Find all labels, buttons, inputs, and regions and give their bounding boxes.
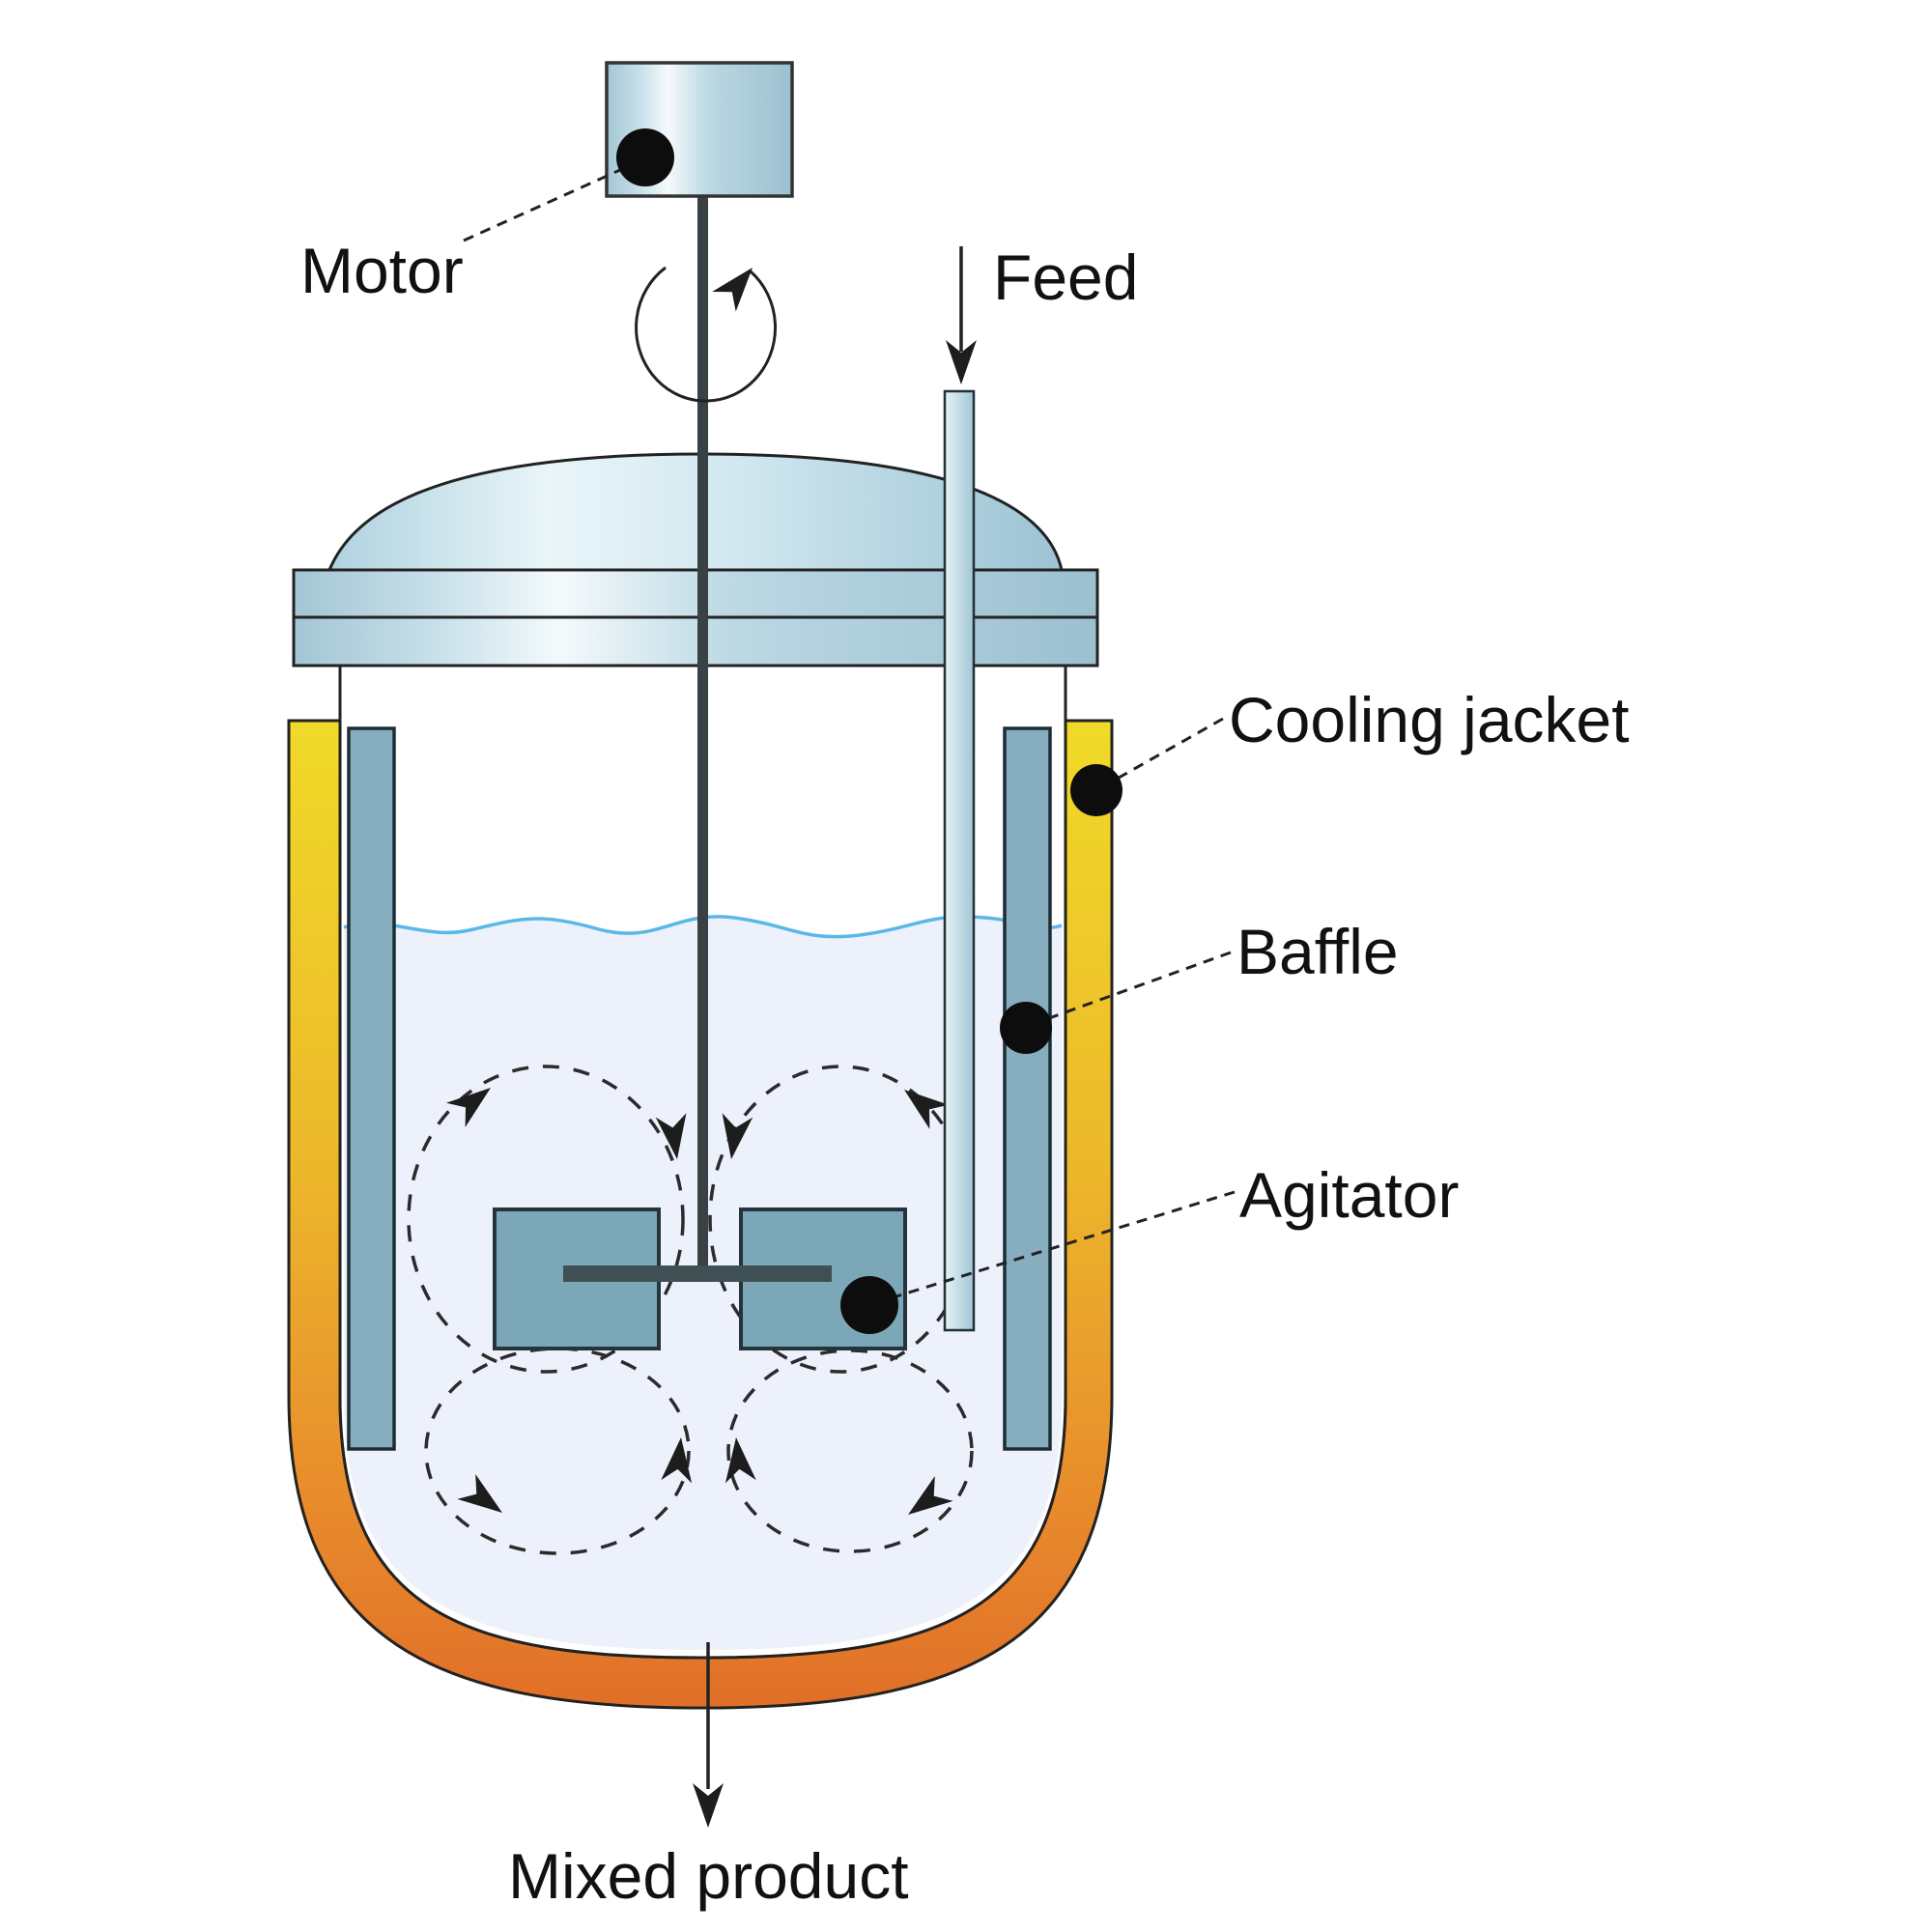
agitator-label: Agitator	[1239, 1159, 1459, 1231]
motor-leader-dot	[616, 128, 674, 186]
liquid	[344, 916, 1062, 1650]
outlet-arrow-icon	[693, 1783, 724, 1828]
agitator-shaft	[697, 196, 708, 1270]
circulation-loop-lower-left	[424, 1347, 691, 1555]
baffle-label: Baffle	[1236, 916, 1399, 987]
feed-tube	[943, 389, 976, 1332]
motor-label: Motor	[300, 235, 464, 306]
motor-leader-line	[463, 158, 642, 242]
cooling-jacket-leader-dot	[1070, 764, 1122, 816]
cooling-jacket-label: Cooling jacket	[1229, 684, 1630, 755]
circulation-loop-upper-left	[407, 1065, 685, 1374]
rotation-arc	[635, 266, 778, 403]
leader-dots	[616, 128, 1122, 1334]
circulation-loop-lower-right	[726, 1349, 974, 1553]
mixed-product-label: Mixed product	[508, 1840, 909, 1912]
agitator-leader-line	[870, 1190, 1236, 1306]
rotation-arrow-icon	[712, 257, 765, 312]
baffle-leader-dot	[1000, 1002, 1052, 1054]
baffle-right	[1003, 726, 1052, 1451]
agitator-hub-bar	[563, 1265, 832, 1282]
agitator-leader-dot	[840, 1276, 898, 1334]
feed-label: Feed	[993, 242, 1138, 313]
baffle-left	[347, 726, 396, 1451]
